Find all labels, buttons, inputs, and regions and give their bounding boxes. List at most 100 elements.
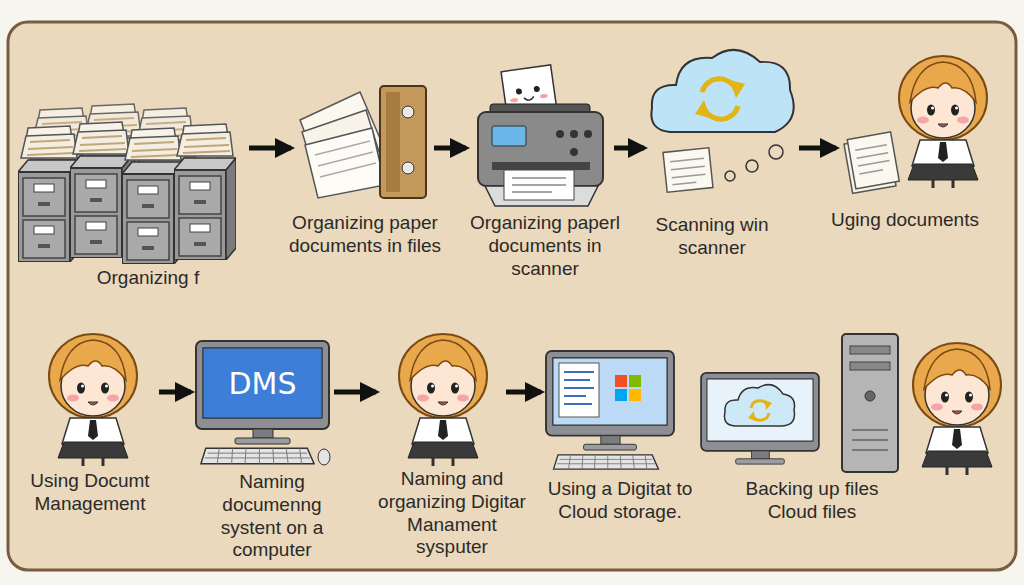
- cloud-backup-drawing: [913, 343, 1001, 475]
- dms-computer-step: DMSNaming documenng systent on a compute…: [195, 340, 330, 467]
- cloud-sync-drawing: [651, 50, 793, 132]
- flow-arrow: [249, 146, 291, 151]
- step-caption: Organizing paper documents in files: [280, 212, 450, 258]
- step-caption: Naming and organizing Digitar Manament s…: [370, 468, 535, 559]
- girl-with-papers-drawing: [843, 56, 987, 193]
- girl-user-drawing: [49, 334, 137, 466]
- step-caption: Organizing f: [63, 267, 233, 290]
- printer-step: Organizing paperl documents in scanner: [470, 62, 610, 208]
- printer-drawing: [512, 178, 566, 192]
- background-panel: [8, 22, 1016, 570]
- girl-with-papers-drawing: [847, 132, 899, 189]
- digital-computer-drawing: [546, 351, 674, 469]
- cloud-sync-drawing: [725, 171, 735, 181]
- step-caption: Scanning win scanner: [630, 214, 795, 260]
- cloud-backup-drawing: [842, 334, 898, 472]
- flow-arrow: [434, 146, 466, 151]
- paper-files-drawing: [305, 128, 385, 198]
- step-caption: Uging documents: [823, 209, 988, 232]
- digital-computer-drawing: [559, 363, 599, 417]
- printer-drawing: [492, 162, 590, 170]
- digital-computer-drawing: [554, 455, 659, 469]
- printer-drawing: [516, 88, 523, 95]
- filing-cabinets-drawing: [18, 104, 236, 264]
- printer-drawing: [504, 170, 574, 200]
- paper-files-drawing: [386, 92, 400, 192]
- printer-drawing: [556, 130, 564, 138]
- cloud-backup-drawing: [701, 334, 1001, 475]
- dms-computer-drawing: [196, 341, 329, 444]
- step-caption: Backing up files Cloud files: [727, 478, 897, 524]
- cloud-backup-drawing: [852, 430, 888, 450]
- paper-files-drawing: [315, 141, 376, 177]
- digital-computer-drawing: [629, 389, 641, 401]
- printer-drawing: [584, 130, 592, 138]
- girl-user-drawing: [49, 334, 137, 466]
- girl-with-papers-drawing: [843, 132, 900, 194]
- digital-computer-drawing: [629, 375, 641, 387]
- flow-arrow: [159, 390, 191, 395]
- cloud-backup-drawing: [850, 346, 890, 354]
- digital-computer-drawing: [615, 375, 627, 387]
- printer-drawing: [492, 126, 526, 146]
- flow-arrow: [799, 146, 836, 151]
- using-documents-step: Uging documents: [840, 45, 1002, 205]
- cloud-sync-drawing: [670, 158, 706, 184]
- cloud-sync-drawing: [769, 145, 783, 159]
- organizing-step: Naming and organizing Digitar Manament s…: [380, 326, 502, 466]
- cloud-backup-drawing: [701, 373, 819, 464]
- document-management-step: Using Documt Management: [30, 326, 155, 466]
- printer-drawing: [524, 96, 534, 100]
- step-caption: Using Documt Management: [10, 470, 170, 516]
- flow-arrow: [614, 146, 644, 151]
- flow-arrow: [506, 390, 541, 395]
- dms-computer-drawing: [318, 449, 330, 465]
- cloud-backup-drawing: [865, 391, 875, 401]
- screen-label: DMS: [203, 348, 322, 418]
- filing-cabinets-drawing: [174, 124, 236, 260]
- step-caption: Using a Digitat to Cloud storage.: [540, 478, 700, 524]
- cloud-scan-step: Scanning win scanner: [648, 38, 795, 210]
- cloud-sync-drawing: [695, 100, 710, 118]
- filing-cabinets-step: Organizing f: [15, 95, 245, 265]
- cloud-backup-drawing: [724, 385, 794, 426]
- printer-drawing: [570, 130, 578, 138]
- step-caption: Naming documenng systent on a computer: [192, 471, 352, 562]
- paper-files-drawing: [300, 86, 426, 198]
- digital-computer-drawing: [553, 358, 667, 425]
- cloud-sync-drawing: [663, 148, 713, 193]
- cloud-backup-drawing: [707, 379, 813, 441]
- background-panel: [8, 22, 1016, 570]
- step-caption: Organizing paperl documents in scanner: [460, 212, 630, 280]
- girl-with-papers-drawing: [899, 56, 987, 188]
- paper-files-drawing: [380, 86, 426, 198]
- digital-cloud-step: Using a Digitat to Cloud storage.: [545, 350, 675, 474]
- digital-computer-drawing: [546, 351, 674, 450]
- cloud-sync-drawing: [663, 148, 713, 193]
- girl-organizer-drawing: [399, 334, 487, 466]
- cloud-backup-drawing: [850, 362, 890, 370]
- dms-computer-drawing: [201, 448, 314, 463]
- printer-drawing: [540, 94, 548, 99]
- printer-drawing: [510, 98, 518, 103]
- printer-drawing: [478, 65, 603, 206]
- cloud-sync-drawing: [651, 50, 793, 192]
- backup-step: Backing up files Cloud files: [700, 332, 1012, 474]
- dms-computer-drawing: [196, 341, 330, 465]
- paper-files-drawing: [402, 106, 414, 118]
- paper-files-drawing: [402, 162, 414, 174]
- girl-with-papers-drawing: [855, 145, 891, 174]
- printer-drawing: [533, 86, 540, 93]
- paper-files-step: Organizing paper documents in files: [295, 78, 430, 208]
- cloud-backup-drawing: [765, 400, 772, 410]
- girl-organizer-drawing: [399, 334, 487, 466]
- dms-computer-drawing: [203, 348, 322, 418]
- flow-arrow: [334, 390, 376, 395]
- cloud-sync-drawing: [730, 80, 745, 98]
- digital-computer-drawing: [564, 372, 594, 404]
- printer-drawing: [570, 148, 578, 156]
- cloud-backup-drawing: [748, 411, 755, 421]
- digital-computer-drawing: [615, 389, 627, 401]
- cloud-sync-drawing: [746, 160, 758, 172]
